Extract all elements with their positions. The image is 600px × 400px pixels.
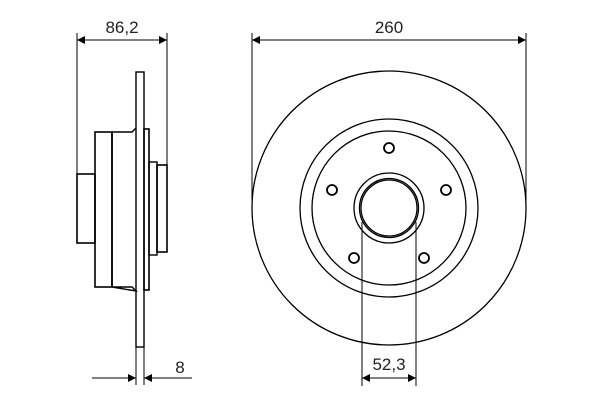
hub-body [111,127,139,293]
hat-edge [311,130,467,286]
disc-plate [135,71,145,348]
diameter-dimension-label: 260 [375,18,403,37]
disc-outer-edge [251,70,527,346]
hub-stub [76,173,96,244]
bore-dimension-label: 52,3 [372,355,405,374]
bolt-hole [418,252,430,264]
friction-ring-inner-edge [299,118,479,298]
side-view [76,33,192,385]
width-dimension-label: 86,2 [105,18,138,37]
hub-collar [353,172,425,244]
center-bore [360,179,418,237]
hub-rear-step [148,161,158,256]
bolt-hole [348,252,360,264]
bolt-hole [383,142,395,154]
hub-flange [94,131,113,288]
bolt-hole [326,184,338,196]
bolt-holes [326,142,452,264]
hub-rear-flange [143,128,150,291]
center-bore-outer [358,177,420,239]
thickness-dimension-label: 8 [175,358,184,377]
side-width-dimension [76,33,168,243]
hub-rear-cap [156,164,168,253]
front-view [251,33,527,386]
bolt-hole [440,184,452,196]
